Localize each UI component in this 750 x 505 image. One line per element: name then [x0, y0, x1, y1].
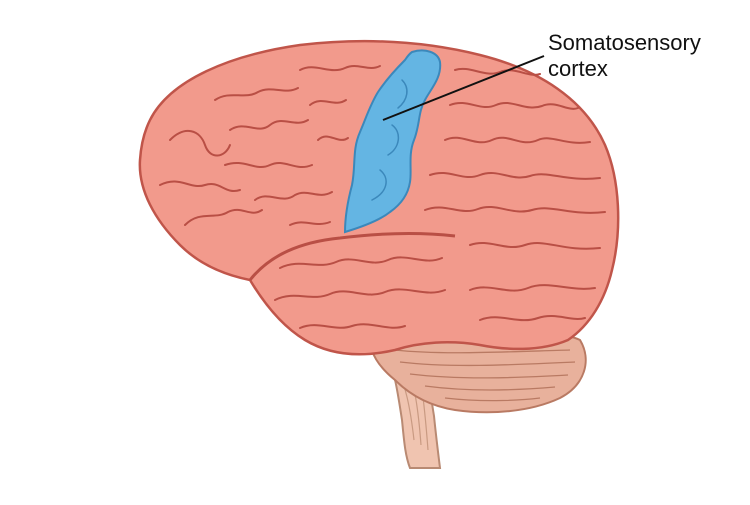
lateral-sulcus	[248, 232, 456, 281]
label-cortex: cortex	[548, 56, 608, 81]
label-somatosensory: Somatosensory	[548, 30, 701, 55]
leader-line	[382, 55, 545, 121]
cerebellum-folia	[394, 349, 576, 402]
highlight-folds	[371, 79, 408, 201]
somatosensory-cortex-region	[343, 49, 442, 234]
sulci	[159, 65, 606, 329]
